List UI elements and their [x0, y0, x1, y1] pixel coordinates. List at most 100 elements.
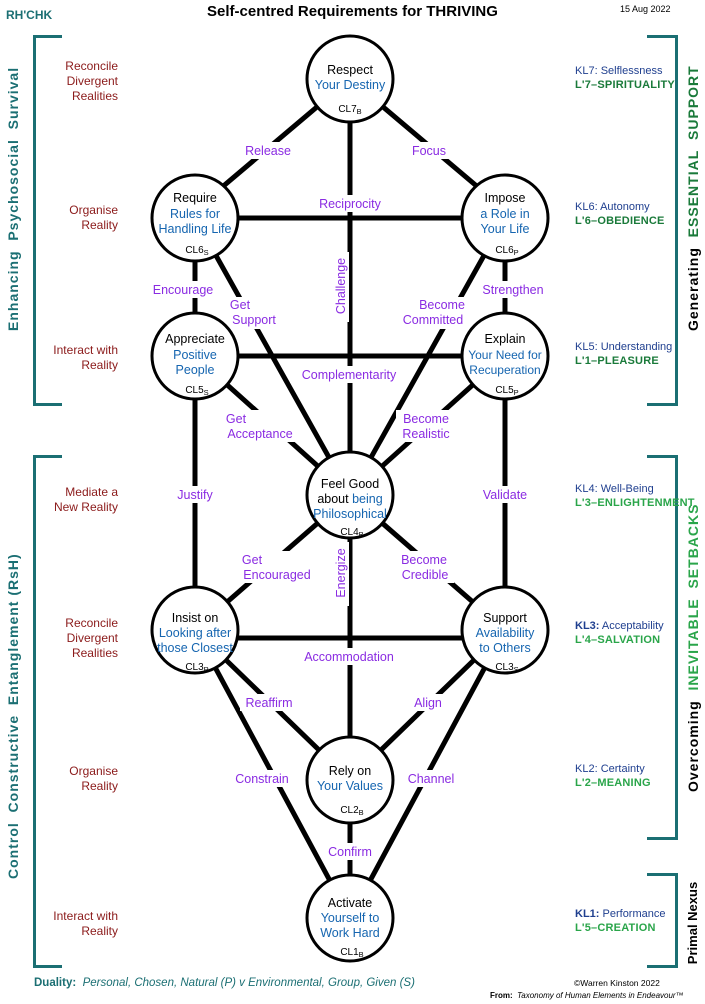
svg-text:CL6S: CL6S: [185, 245, 208, 257]
svg-text:Recuperation: Recuperation: [469, 363, 540, 377]
edge-label-accommodation: Accommodation: [304, 650, 394, 664]
svg-text:Your Destiny: Your Destiny: [315, 78, 386, 92]
edge-label-challenge: Challenge: [334, 258, 348, 314]
right-level-kl6: KL6: Autonomy L'6–OBEDIENCE: [575, 201, 665, 227]
right-lower-bracket: [647, 873, 678, 968]
svg-text:Activate: Activate: [328, 896, 373, 910]
right-middle-bracket: [647, 455, 678, 840]
edge-label-align: Align: [414, 696, 442, 710]
edge-label-get-acceptance-2: Acceptance: [227, 427, 292, 441]
node-cl6s: Require Rules for Handling Life CL6S: [150, 173, 240, 263]
node-cl4: Feel Good about being Philosophical CL4B: [305, 450, 395, 540]
svg-text:CL3S: CL3S: [495, 662, 518, 674]
svg-text:Respect: Respect: [327, 63, 373, 77]
right-upper-bracket: [647, 35, 678, 406]
svg-text:CL1B: CL1B: [340, 947, 363, 959]
source-citation: From: Taxonomy of Human Elements in Ende…: [490, 991, 684, 1000]
right-level-kl5: KL5: Understanding L'1–PLEASURE: [575, 341, 673, 367]
edge-label-justify: Justify: [177, 488, 213, 502]
svg-text:CL4B: CL4B: [340, 527, 363, 539]
svg-text:CL2B: CL2B: [340, 805, 363, 817]
edge-label-become-committed-2: Committed: [403, 313, 463, 327]
node-cl7: Respect Your Destiny CL7B: [305, 34, 395, 124]
svg-text:CL3P: CL3P: [185, 662, 208, 674]
svg-text:those Closest: those Closest: [157, 641, 233, 655]
svg-text:Your Need for: Your Need for: [468, 348, 542, 362]
edge-label-validate: Validate: [483, 488, 527, 502]
edge-label-release: Release: [245, 144, 291, 158]
svg-text:Require: Require: [173, 191, 217, 205]
edge-label-become-credible-1: Become: [401, 553, 447, 567]
edge-label-strengthen: Strengthen: [482, 283, 543, 297]
copyright: ©Warren Kinston 2022: [574, 978, 660, 988]
svg-text:Appreciate: Appreciate: [165, 332, 225, 346]
edge-label-become-committed-1: Become: [419, 298, 465, 312]
node-cl3p: Insist on Looking after those Closest CL…: [150, 585, 240, 675]
svg-text:Rules for: Rules for: [170, 207, 220, 221]
svg-text:Philosophical: Philosophical: [313, 507, 387, 521]
edge-label-become-credible-2: Credible: [402, 568, 449, 582]
svg-text:CL5P: CL5P: [495, 385, 518, 397]
right-level-kl3: KL3: Acceptability L'4–SALVATION: [575, 620, 664, 646]
duality-legend: Duality: Personal, Chosen, Natural (P) v…: [34, 977, 415, 989]
node-cl3s: Support Availability to Others CL3S: [460, 585, 550, 675]
edge-label-get-acceptance-1: Get: [226, 412, 247, 426]
svg-text:a Role in: a Role in: [480, 207, 529, 221]
svg-text:Looking after: Looking after: [159, 626, 231, 640]
svg-text:Explain: Explain: [485, 332, 526, 346]
page-title: Self-centred Requirements for THRIVING: [207, 3, 498, 20]
svg-text:Rely on: Rely on: [329, 764, 371, 778]
edge-label-constrain: Constrain: [235, 772, 289, 786]
edge-label-reaffirm: Reaffirm: [245, 696, 292, 710]
edge-label-become-realistic-1: Become: [403, 412, 449, 426]
right-level-kl1: KL1: Performance L'5–CREATION: [575, 908, 666, 934]
edge-label-reciprocity: Reciprocity: [319, 197, 382, 211]
node-cl5s: Appreciate Positive People CL5S: [150, 311, 240, 401]
right-level-kl7: KL7: Selflessness L'7–SPIRITUALITY: [575, 65, 675, 91]
header-code: RH'CHK: [6, 8, 53, 22]
edge-label-energize: Energize: [334, 548, 348, 597]
edge-label-complementarity: Complementarity: [302, 368, 397, 382]
left-upper-bracket: [33, 35, 62, 406]
edge-label-get-support-1: Get: [230, 298, 251, 312]
svg-text:Yourself to: Yourself to: [321, 911, 380, 925]
right-level-kl2: KL2: Certainty L'2–MEANING: [575, 763, 651, 789]
edge-label-get-support-2: Support: [232, 313, 276, 327]
svg-text:Feel Good: Feel Good: [321, 477, 379, 491]
edge-label-get-encouraged-1: Get: [242, 553, 263, 567]
node-cl1: Activate Yourself to Work Hard CL1B: [305, 873, 395, 963]
svg-text:to Others: to Others: [479, 641, 530, 655]
svg-text:Insist on: Insist on: [172, 611, 219, 625]
left-lower-bracket: [33, 455, 62, 968]
right-level-kl4: KL4: Well-Being L'3–ENLIGHTENMENT: [575, 483, 695, 509]
header-date: 15 Aug 2022: [620, 4, 671, 14]
svg-text:CL7B: CL7B: [338, 104, 361, 116]
svg-text:Support: Support: [483, 611, 527, 625]
svg-text:Work Hard: Work Hard: [320, 926, 380, 940]
node-cl6p: Impose a Role in Your Life CL6P: [460, 173, 550, 263]
svg-text:Positive: Positive: [173, 348, 217, 362]
edge-label-become-realistic-2: Realistic: [402, 427, 449, 441]
node-cl5p: Explain Your Need for Recuperation CL5P: [460, 311, 550, 401]
edge-label-get-encouraged-2: Encouraged: [243, 568, 310, 582]
svg-text:People: People: [176, 363, 215, 377]
edge-labels: Release Focus Reciprocity Challenge Enco…: [144, 142, 550, 860]
edge-label-focus: Focus: [412, 144, 446, 158]
svg-text:Impose: Impose: [485, 191, 526, 205]
svg-text:CL6P: CL6P: [495, 245, 518, 257]
svg-text:CL5S: CL5S: [185, 385, 208, 397]
svg-text:Your Life: Your Life: [481, 222, 530, 236]
node-cl2: Rely on Your Values CL2B: [305, 735, 395, 825]
svg-text:about being: about being: [317, 492, 382, 506]
edge-label-channel: Channel: [408, 772, 455, 786]
svg-text:Availability: Availability: [476, 626, 536, 640]
svg-text:Your Values: Your Values: [317, 779, 383, 793]
